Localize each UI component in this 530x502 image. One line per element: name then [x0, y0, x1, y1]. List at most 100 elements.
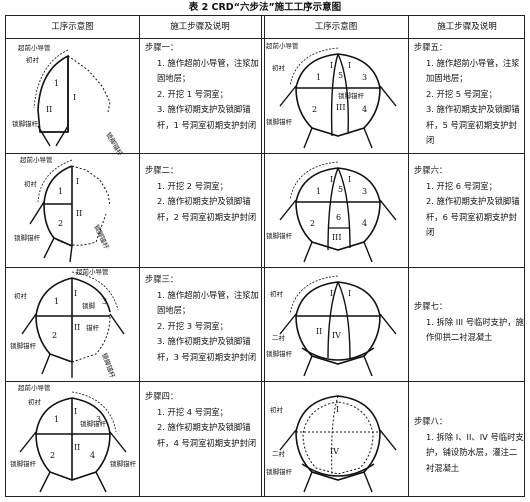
support-numeral: III	[336, 103, 345, 112]
chamber-number: 6	[336, 213, 341, 222]
step-5-diagram: 超前小导管 初衬 1 2 5 3 4 III I I 锁脚锚杆 锁脚锚杆	[266, 41, 397, 149]
step-heading: 步骤三：	[145, 274, 179, 284]
bolt-label: 锁脚锚杆	[10, 459, 37, 468]
bolt-label: 锁脚锚杆	[266, 231, 293, 240]
lining-label: 初衬	[28, 397, 42, 406]
bolt-label: 锁脚锚杆	[80, 419, 107, 428]
step-2-text: 步骤二： 1. 开挖 2 号洞室； 2. 施作初期支护及锁脚锚杆，2 号洞室初期…	[145, 163, 259, 225]
step-heading: 步骤五：	[414, 42, 448, 52]
header-steps-left: 施工步骤及说明	[170, 22, 230, 32]
step-item: 2. 开挖 3 号洞室；	[157, 320, 228, 331]
chamber-number: 5	[338, 71, 343, 80]
chamber-number: 5	[338, 185, 343, 194]
row-divider	[6, 381, 524, 382]
step-1-diagram: 超前小导管 初衬 1 I II 锁脚锚杆 锁脚锚杆	[12, 43, 125, 158]
step-item: 2. 开挖 5 号洞室；	[426, 88, 497, 99]
pipe-label: 超前小导管	[18, 383, 51, 392]
step-item: 3. 施作初期支护及锁脚锚杆，1 号洞室初期支护封闭	[157, 104, 257, 130]
table-title: 表 2 CRD“六步法”施工工序示意图	[188, 2, 342, 13]
header-diagram-left: 工序示意图	[51, 22, 94, 32]
pipe-label: 超前小导管	[20, 155, 53, 164]
chamber-number: 1	[54, 415, 59, 424]
bolt-label: 锁脚锚杆	[338, 91, 365, 100]
chamber-number: 1	[54, 79, 59, 88]
step-8-diagram: 初衬 二衬 I IV 锁脚锚杆	[266, 395, 397, 493]
chamber-number: 2	[310, 219, 315, 228]
support-numeral: I	[74, 289, 77, 298]
chamber-number: 1	[316, 73, 321, 82]
support-numeral: II	[74, 323, 80, 332]
bolt-label: 锁脚锚杆	[266, 349, 293, 358]
step-item: 1. 开挖 6 号洞室；	[426, 180, 497, 191]
bolt-label: 锁脚	[82, 301, 96, 310]
secondary-lining-label: 二衬	[272, 333, 286, 342]
header-steps-right: 施工步骤及说明	[437, 22, 497, 32]
support-numeral: II	[74, 443, 80, 452]
support-numeral: IV	[330, 447, 339, 456]
col-divider	[139, 16, 140, 496]
step-heading: 步骤一：	[145, 42, 179, 52]
lining-label: 初衬	[24, 179, 38, 188]
step-3-diagram: 超前小导管 初衬 1 2 3 I II 锁脚 锚杆 锁脚锚杆 锁脚锚杆	[10, 267, 125, 380]
lining-label: 初衬	[272, 63, 286, 72]
chamber-number: 1	[316, 187, 321, 196]
chamber-number: 1	[54, 297, 59, 306]
step-2-diagram: 超前小导管 初衬 1 2 I II 锁脚锚杆 锁脚锚杆	[14, 155, 112, 263]
col-divider	[261, 16, 262, 496]
bolt-label: 锚杆	[86, 323, 100, 332]
step-heading: 步骤八：	[414, 416, 448, 426]
pipe-label: 超前小导管	[18, 43, 51, 52]
step-item: 2. 施作初期支护及锁脚锚杆，2 号洞室初期支护封闭	[157, 196, 257, 222]
support-numeral: II	[46, 105, 52, 114]
chamber-number: 2	[58, 219, 63, 228]
step-item: 1. 开挖 2 号洞室；	[157, 180, 228, 191]
step-heading: 步骤二：	[145, 165, 179, 175]
support-numeral: II	[76, 209, 82, 218]
chamber-number: 2	[312, 105, 317, 114]
step-6-text: 步骤六： 1. 开挖 6 号洞室； 2. 施作初期支护及锁脚锚杆，6 号洞室初期…	[414, 163, 524, 241]
step-8-text: 步骤八： 1. 拆除 I、II、IV 号临时支护，铺设防水层，灌注二衬混凝土	[414, 414, 524, 476]
step-7-text: 步骤七： 1. 拆除 III 号临时支护，施作仰拱二衬混凝土	[414, 299, 524, 346]
step-item: 1. 施作超前小导管，注浆加固地层；	[426, 57, 520, 84]
support-numeral: I	[74, 407, 77, 416]
step-item: 1. 施作超前小导管，注浆加固地层；	[157, 57, 259, 84]
step-heading: 步骤六：	[414, 165, 448, 175]
chamber-number: 3	[362, 73, 367, 82]
pipe-label: 超前小导管	[266, 41, 299, 50]
support-numeral: I	[73, 93, 76, 102]
secondary-lining-label: 二衬	[272, 449, 286, 458]
chamber-number: 4	[362, 105, 367, 114]
bolt-label: 锁脚锚杆	[92, 223, 111, 251]
step-item: 1. 施作超前小导管，注浆加固地层；	[157, 289, 259, 316]
step-6-diagram: 1 2 5 3 4 6 III I I 锁脚锚杆	[266, 161, 397, 263]
support-numeral: I	[348, 289, 351, 298]
step-item: 1. 开挖 4 号洞室；	[157, 406, 228, 417]
bolt-label: 锁脚锚杆	[266, 467, 293, 476]
bolt-label: 锁脚锚杆	[10, 341, 37, 350]
row-divider	[6, 153, 524, 154]
step-item: 1. 拆除 I、II、IV 号临时支护，铺设防水层，灌注二衬混凝土	[426, 431, 524, 473]
support-numeral: I	[76, 177, 79, 186]
construction-table: 工序示意图 施工步骤及说明 工序示意图 施工步骤及说明 步骤一： 1. 施作超前…	[5, 15, 525, 497]
lining-label: 初衬	[270, 289, 284, 298]
bolt-label: 锁脚锚杆	[12, 119, 39, 128]
support-numeral: I	[348, 61, 351, 70]
support-numeral: I	[336, 405, 339, 414]
support-numeral: I	[330, 289, 333, 298]
step-item: 2. 施作初期支护及锁脚锚杆，6 号洞室初期支护封闭	[426, 196, 520, 237]
chamber-number: 4	[362, 219, 367, 228]
header-diagram-right: 工序示意图	[314, 22, 358, 32]
chamber-number: 2	[50, 451, 55, 460]
step-item: 1. 拆除 III 号临时支护，施作仰拱二衬混凝土	[426, 316, 524, 343]
bolt-label: 锁脚锚杆	[100, 352, 118, 380]
step-heading: 步骤七：	[414, 301, 448, 311]
col-divider	[408, 16, 409, 496]
step-4-diagram: 超前小导管 初衬 1 2 3 4 I II 锁脚锚杆 锁脚锚杆 锁脚锚杆	[10, 383, 137, 493]
header-divider	[6, 38, 524, 39]
support-numeral: I	[330, 61, 333, 70]
row-divider	[6, 267, 524, 268]
support-numeral: I	[348, 175, 351, 184]
step-heading: 步骤四：	[145, 391, 179, 401]
step-7-diagram: 初衬 二衬 I I IV II 锁脚锚杆	[266, 275, 397, 377]
step-item: 2. 开挖 1 号洞室；	[157, 88, 228, 99]
